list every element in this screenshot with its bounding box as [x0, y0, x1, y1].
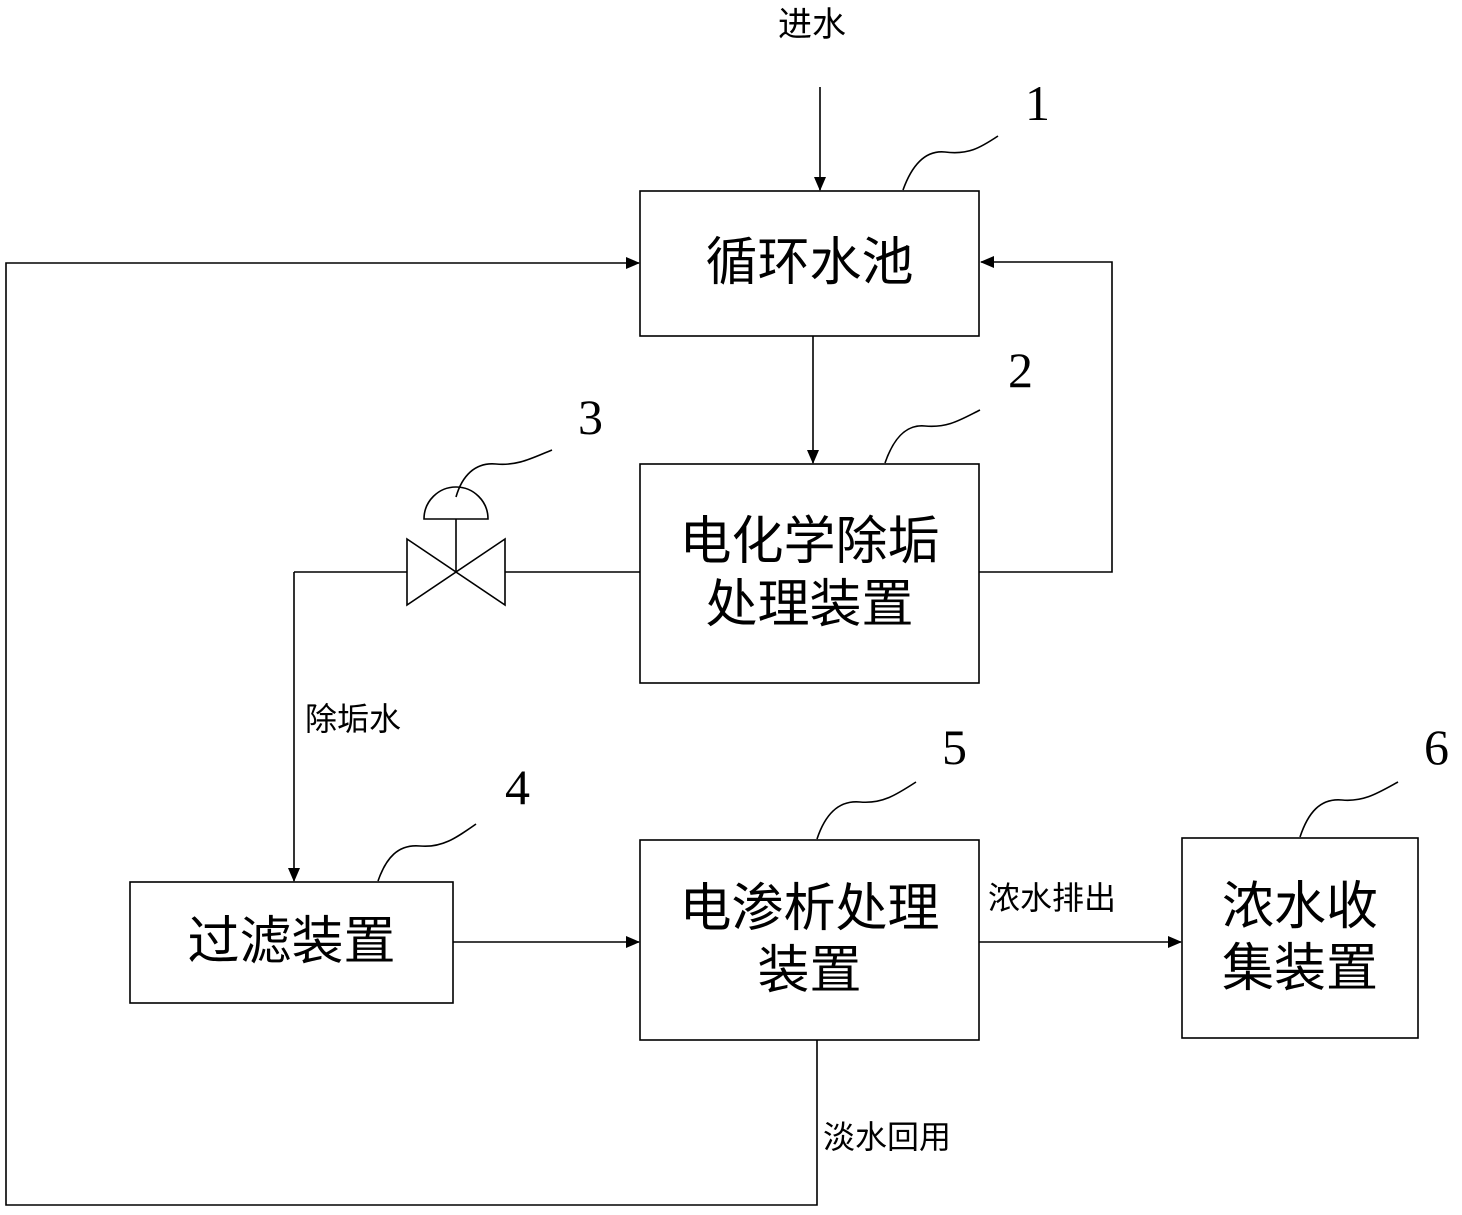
tank-box-shape [639, 190, 980, 337]
electrodialysis-label-line1: 电渗析处理 [679, 878, 940, 939]
leader-1 [902, 135, 999, 191]
concentrate-out-label: 浓水排出 [988, 879, 1117, 917]
ref-number-6: 6 [1424, 719, 1449, 775]
electrochem-label-line1: 电化学除垢 [679, 512, 940, 573]
filter-label: 过滤装置 [187, 912, 396, 973]
electrochem-box-shape [639, 463, 980, 684]
ref-number-5: 5 [942, 719, 967, 775]
electrodialysis-box: 电渗析处理 装置 [640, 840, 979, 1040]
leader-4 [377, 823, 477, 882]
inlet-label: 进水 [778, 5, 846, 45]
electrodialysis-label-line2: 装置 [757, 941, 862, 1001]
electrochem-return-line [979, 256, 1113, 573]
ref-number-3: 3 [578, 389, 603, 445]
filter-box: 过滤装置 [130, 882, 453, 1003]
tank-label: 循环水池 [705, 233, 914, 294]
electrochem-label-line2: 处理装置 [705, 574, 914, 635]
electrodialysis-box-shape [639, 839, 980, 1041]
descaled-water-label: 除垢水 [305, 700, 402, 738]
ref-number-1: 1 [1025, 75, 1050, 131]
collector-box-shape [1181, 837, 1419, 1039]
electrochem-box: 电化学除垢 处理装置 [640, 464, 979, 683]
leader-3 [455, 449, 553, 498]
collector-box: 浓水收 集装置 [1182, 838, 1418, 1038]
ref-number-4: 4 [505, 759, 530, 815]
fresh-water-reuse-line [5, 257, 818, 1206]
leader-5 [816, 781, 917, 840]
valve-icon [406, 486, 506, 607]
leader-2 [884, 409, 981, 464]
tank-box: 循环水池 [640, 191, 979, 336]
collector-label-line2: 集装置 [1221, 939, 1378, 999]
ref-number-2: 2 [1008, 342, 1033, 398]
leader-6 [1299, 781, 1399, 838]
fresh-reuse-label: 淡水回用 [823, 1118, 952, 1156]
collector-label-line1: 浓水收 [1221, 876, 1378, 937]
